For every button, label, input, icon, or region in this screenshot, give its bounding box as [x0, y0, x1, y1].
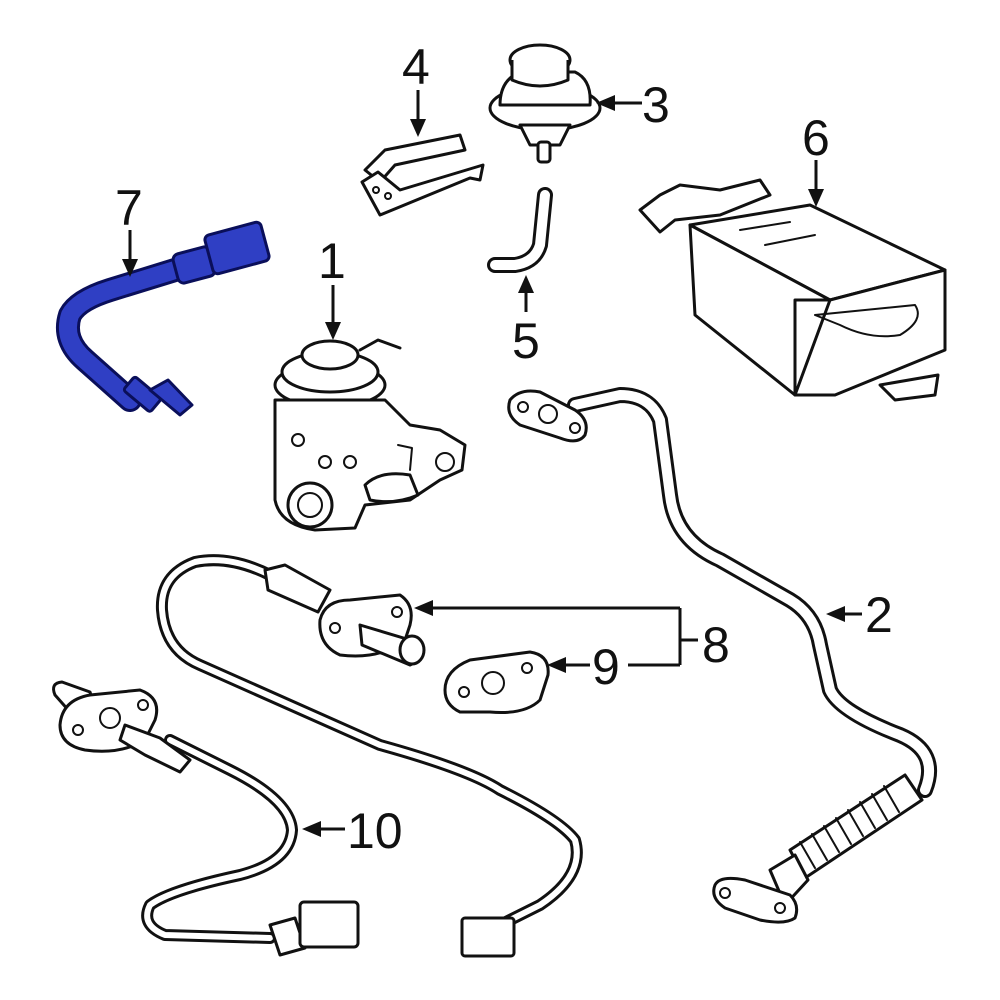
callout-9[interactable]: 9	[592, 639, 620, 695]
callout-8[interactable]: 8	[702, 617, 730, 673]
callout-6[interactable]: 6	[802, 110, 830, 166]
callout-3[interactable]: 3	[642, 77, 670, 133]
part-1-egr-valve[interactable]	[273, 338, 467, 532]
leader-lines	[122, 90, 862, 837]
callout-10[interactable]: 10	[347, 803, 403, 859]
part-5-hose[interactable]	[487, 187, 553, 273]
part-4-bracket[interactable]	[360, 133, 485, 217]
callout-1[interactable]: 1	[318, 233, 346, 289]
part-8-sensor[interactable]	[155, 554, 583, 958]
part-2-egr-pipe[interactable]	[507, 387, 937, 924]
callout-2[interactable]: 2	[865, 587, 893, 643]
part-9-gasket[interactable]	[443, 650, 550, 714]
part-6-canister[interactable]	[638, 178, 947, 402]
callout-5[interactable]: 5	[512, 313, 540, 369]
callout-7[interactable]: 7	[115, 180, 143, 236]
callout-labels: 1 2 3 4 5 6 7 8 9 10	[115, 39, 893, 859]
part-10-sensor[interactable]	[52, 680, 360, 957]
part-3-vsv[interactable]	[488, 43, 602, 164]
part-7-sensor[interactable]	[55, 220, 271, 417]
callout-4[interactable]: 4	[402, 39, 430, 95]
